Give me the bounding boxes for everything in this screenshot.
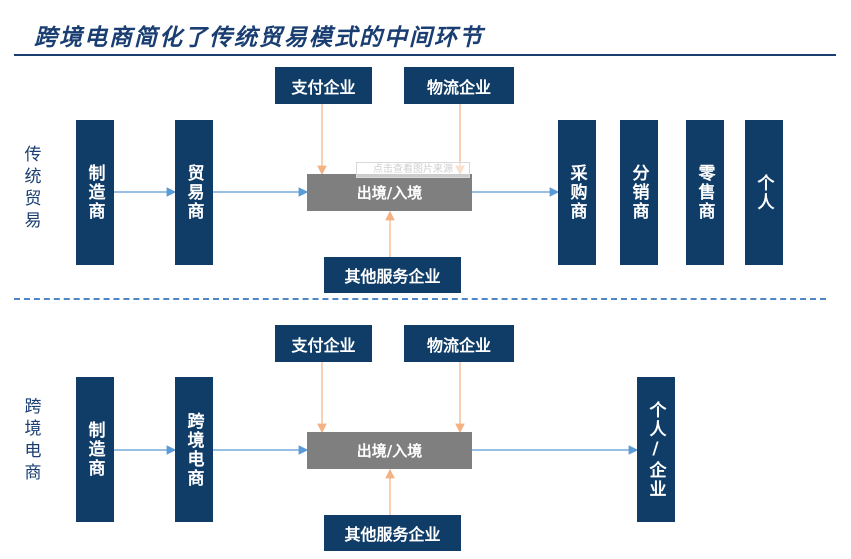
section-divider <box>14 298 826 300</box>
manufacturer-label: 制造商 <box>84 164 105 221</box>
manufacturer-box: 制造商 <box>76 120 114 265</box>
manufacturer-box-2: 制造商 <box>76 377 114 522</box>
buyer-label: 采购商 <box>566 164 587 221</box>
payment-company-box: 支付企业 <box>275 67 372 104</box>
retailer-box: 零售商 <box>686 120 724 265</box>
page-title: 跨境电商简化了传统贸易模式的中间环节 <box>34 24 484 51</box>
logistics-company-box-2: 物流企业 <box>404 325 514 362</box>
buyer-box: 采购商 <box>558 120 596 265</box>
cross-border-platform-label: 跨境电商 <box>183 411 204 488</box>
trader-box: 贸易商 <box>175 120 213 265</box>
manufacturer-label-2: 制造商 <box>84 421 105 478</box>
end-customer-box: 个人/企业 <box>637 377 675 522</box>
customs-hub-2: 出境/入境 <box>307 432 472 469</box>
title-underline <box>14 54 836 56</box>
customs-hub: 出境/入境 <box>307 174 472 211</box>
trader-label: 贸易商 <box>183 164 204 221</box>
row-label-ecommerce: 跨境 电商 <box>24 397 42 483</box>
end-customer-label: 个人/企业 <box>645 400 666 499</box>
individual-label: 个人 <box>753 173 774 212</box>
cross-border-platform-box: 跨境电商 <box>175 377 213 522</box>
row-label-traditional: 传统 贸易 <box>24 145 42 231</box>
payment-company-box-2: 支付企业 <box>275 325 372 362</box>
retailer-label: 零售商 <box>694 164 715 221</box>
individual-box: 个人 <box>745 120 783 265</box>
distributor-label: 分销商 <box>628 164 649 221</box>
other-services-box: 其他服务企业 <box>324 257 461 293</box>
other-services-box-2: 其他服务企业 <box>324 515 461 551</box>
source-watermark: 点击查看图片来源 <box>356 162 470 178</box>
distributor-box: 分销商 <box>620 120 658 265</box>
logistics-company-box: 物流企业 <box>404 67 514 104</box>
